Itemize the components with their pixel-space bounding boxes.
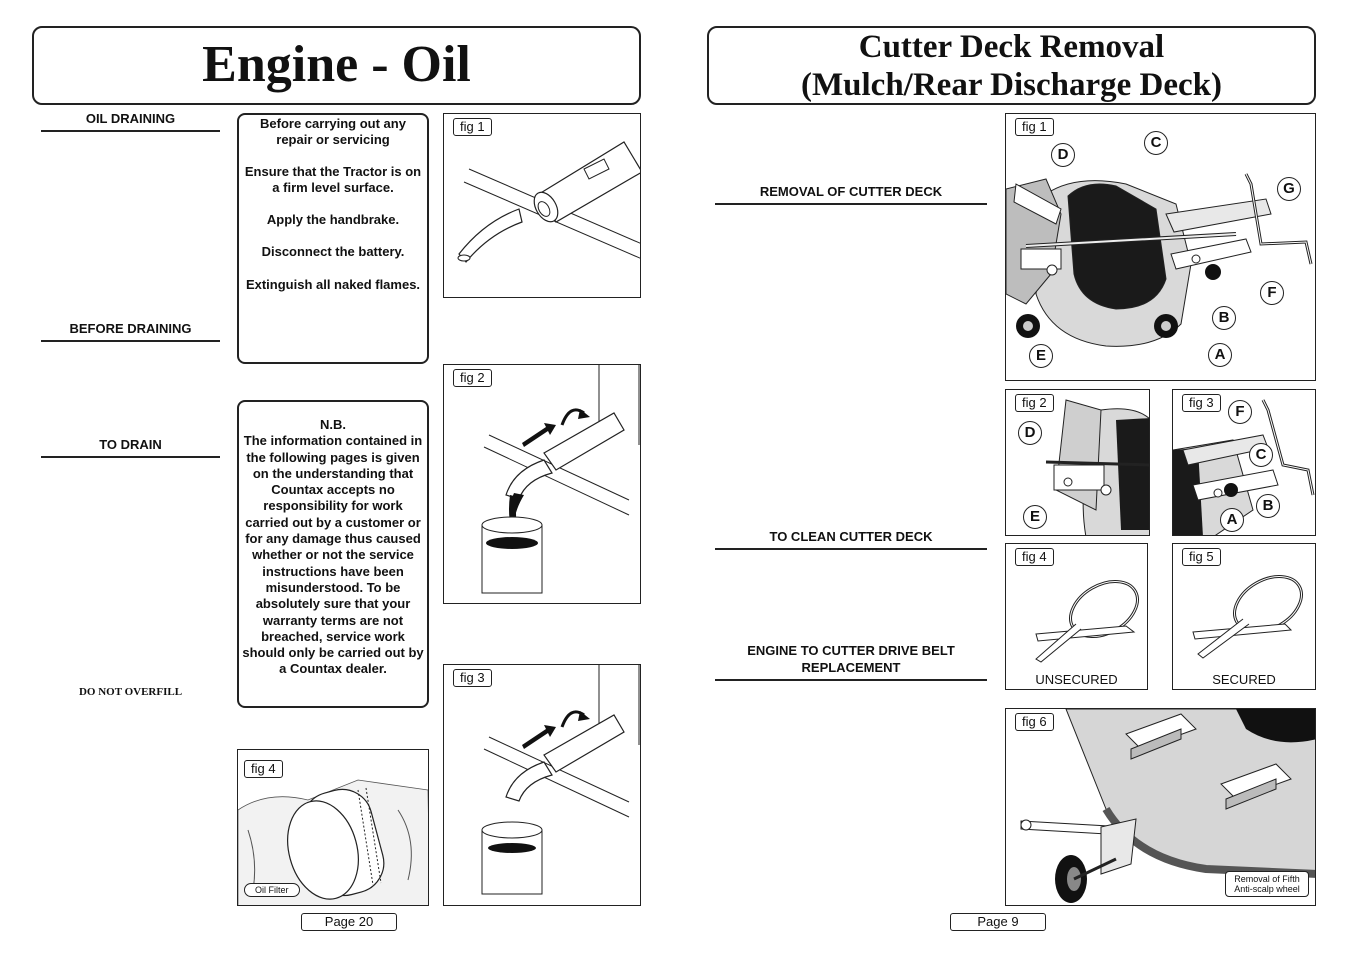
oil-drain-plug-illustration [457, 141, 640, 263]
nb-text: The information contained in the followi… [242, 433, 424, 677]
deck-fig-2-label: fig 2 [1015, 394, 1054, 412]
right-page-title: Cutter Deck Removal (Mulch/Rear Discharg… [707, 26, 1316, 105]
deck-fig-4-label: fig 4 [1015, 548, 1054, 566]
oil-fig-1: fig 1 [443, 113, 641, 298]
fig1-label-e: E [1029, 344, 1053, 368]
do-not-overfill-note: DO NOT OVERFILL [78, 686, 183, 698]
safety-line-2: Ensure that the Tractor is on a firm lev… [244, 163, 422, 195]
fig3-label-f: F [1228, 400, 1252, 424]
deck-fig-5: fig 5 SECURED [1172, 543, 1316, 690]
left-title-text: Engine - Oil [202, 36, 471, 93]
unsecured-caption: UNSECURED [1035, 672, 1118, 687]
left-page-number: Page 20 [301, 913, 397, 931]
fig1-label-c: C [1144, 131, 1168, 155]
secured-caption: SECURED [1212, 672, 1276, 687]
belt-replacement-heading: ENGINE TO CUTTER DRIVE BELT REPLACEMENT [715, 642, 987, 681]
safety-line-5: Extinguish all naked flames. [245, 276, 421, 292]
left-page-title: Engine - Oil [32, 26, 641, 105]
removal-heading: REMOVAL OF CUTTER DECK [715, 183, 987, 205]
oil-fig-4-label: fig 4 [244, 760, 283, 778]
fig1-label-a: A [1208, 343, 1232, 367]
deck-fig-1: fig 1 D C G F B A E [1005, 113, 1316, 381]
safety-line-4: Disconnect the battery. [261, 244, 405, 260]
deck-fig-1-label: fig 1 [1015, 118, 1054, 136]
cutter-deck-overview-illustration [1006, 173, 1313, 347]
deck-fig-5-label: fig 5 [1182, 548, 1221, 566]
oil-filter-illustration [238, 779, 428, 905]
safety-line-3: Apply the handbrake. [266, 212, 400, 228]
deck-fig-4: fig 4 UNSECURED [1005, 543, 1148, 690]
fig3-label-a: A [1220, 508, 1244, 532]
safety-notice-box: Before carrying out any repair or servic… [237, 113, 429, 364]
fig1-label-f: F [1260, 281, 1284, 305]
oil-draining-heading: OIL DRAINING [41, 110, 220, 132]
safety-line-1: Before carrying out any repair or servic… [260, 116, 406, 148]
before-draining-heading: BEFORE DRAINING [41, 320, 220, 342]
oil-draining-into-container-illustration [481, 365, 640, 594]
oil-filter-caption: Oil Filter [244, 883, 300, 897]
oil-fig-2: fig 2 [443, 364, 641, 604]
fig1-label-d: D [1051, 143, 1075, 167]
fig3-label-b: B [1256, 494, 1280, 518]
fig1-label-b: B [1212, 306, 1236, 330]
oil-fig-3: fig 3 [443, 664, 641, 906]
fig6-caption: Removal of Fifth Anti-scalp wheel [1225, 871, 1309, 897]
oil-fig-3-label: fig 3 [453, 669, 492, 687]
right-page-number: Page 9 [950, 913, 1046, 931]
fig1-label-g: G [1277, 177, 1301, 201]
oil-fig-2-label: fig 2 [453, 369, 492, 387]
oil-fig-1-label: fig 1 [453, 118, 492, 136]
deck-fig-3-label: fig 3 [1182, 394, 1221, 412]
clean-deck-heading: TO CLEAN CUTTER DECK [715, 528, 987, 550]
deck-fig-2: fig 2 D E [1005, 389, 1150, 536]
anti-scalp-wheel-removal-illustration [1020, 709, 1315, 903]
nb-disclaimer-box: N.B. The information contained in the fo… [237, 400, 429, 708]
fig2-label-e: E [1023, 505, 1047, 529]
to-drain-heading: TO DRAIN [41, 436, 220, 458]
drain-plug-refit-illustration [481, 665, 640, 895]
fig3-label-c: C [1249, 443, 1273, 467]
oil-fig-4: fig 4 Oil Filter [237, 749, 429, 906]
deck-fig-3: fig 3 F C B A [1172, 389, 1316, 536]
nb-heading: N.B. [320, 417, 346, 432]
fig2-label-d: D [1018, 421, 1042, 445]
deck-front-detail-illustration [1045, 399, 1149, 535]
deck-fig-6-label: fig 6 [1015, 713, 1054, 731]
secured-pin-illustration [1192, 575, 1303, 659]
right-title-line-2: (Mulch/Rear Discharge Deck) [801, 67, 1222, 103]
deck-fig-6: fig 6 Removal of Fifth Anti-scalp wheel [1005, 708, 1316, 906]
unsecured-pin-illustration [1035, 580, 1139, 663]
right-title-line-1: Cutter Deck Removal [858, 29, 1165, 65]
